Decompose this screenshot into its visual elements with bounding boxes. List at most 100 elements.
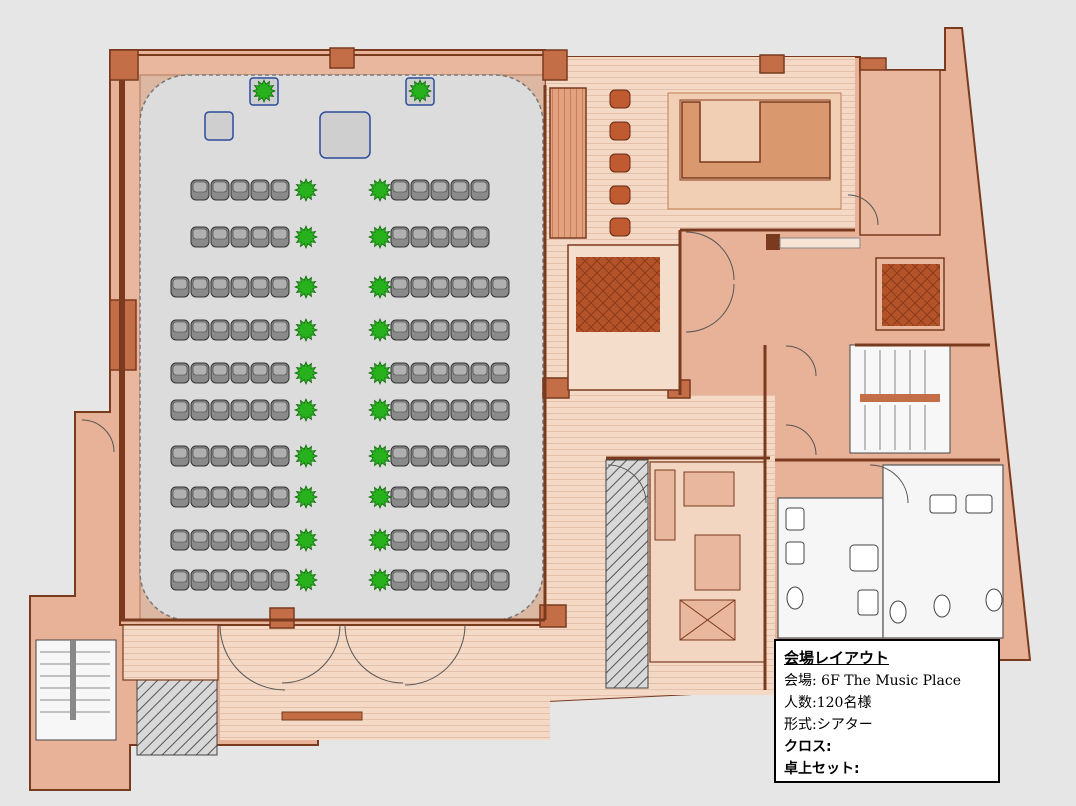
chair-icon xyxy=(410,399,430,421)
chair-icon xyxy=(470,362,490,384)
bar-counter xyxy=(549,87,587,239)
cloakroom xyxy=(122,624,219,681)
legend-style: 形式:シアター xyxy=(784,717,873,733)
chair-icon xyxy=(170,276,190,298)
chair-icon xyxy=(270,569,290,591)
chair-icon xyxy=(410,445,430,467)
chair-icon xyxy=(450,362,470,384)
chair-icon xyxy=(170,529,190,551)
chair-icon xyxy=(470,319,490,341)
chair-icon xyxy=(490,319,510,341)
chair-icon xyxy=(490,399,510,421)
chair-icon xyxy=(410,362,430,384)
chair-icon xyxy=(190,226,210,248)
plant-icon xyxy=(407,78,433,104)
chair-icon xyxy=(170,486,190,508)
chair-icon xyxy=(470,445,490,467)
door-swing-icon xyxy=(81,194,909,691)
plant-icon xyxy=(367,317,393,343)
plant-icon xyxy=(367,224,393,250)
chair-icon xyxy=(470,529,490,551)
chair-icon xyxy=(270,529,290,551)
chair-icon xyxy=(210,319,230,341)
chair-icon xyxy=(450,179,470,201)
chair-icon xyxy=(230,362,250,384)
sink-icon xyxy=(785,494,993,572)
plant-icon xyxy=(293,527,319,553)
plant-icon xyxy=(293,360,319,386)
chair-icon xyxy=(230,179,250,201)
chair-icon xyxy=(170,362,190,384)
chair-icon xyxy=(410,529,430,551)
plant-icon xyxy=(367,443,393,469)
chair-icon xyxy=(270,226,290,248)
legend-title: 会場レイアウト xyxy=(784,649,890,667)
chair-icon xyxy=(470,569,490,591)
hatched-wall xyxy=(605,459,649,689)
chair-icon xyxy=(430,445,450,467)
chair-icon xyxy=(190,529,210,551)
chair-icon xyxy=(430,569,450,591)
legend-cloth: クロス: xyxy=(784,739,832,755)
plant-icon xyxy=(293,567,319,593)
chair-icon xyxy=(450,276,470,298)
toilet-icon xyxy=(786,586,1003,624)
chair-icon xyxy=(270,319,290,341)
chair-icon xyxy=(270,445,290,467)
chair-icon xyxy=(230,399,250,421)
chair-icon xyxy=(410,276,430,298)
chair-icon xyxy=(210,362,230,384)
plant-icon xyxy=(367,567,393,593)
chair-icon xyxy=(490,569,510,591)
legend-venue: 会場: 6F The Music Place xyxy=(784,673,962,689)
chair-icon xyxy=(210,486,230,508)
chair-icon xyxy=(190,276,210,298)
legend-capacity: 人数:120名様 xyxy=(784,695,872,711)
chair-icon xyxy=(430,529,450,551)
chair-icon xyxy=(270,362,290,384)
chair-icon xyxy=(210,399,230,421)
lounge-sofa-u xyxy=(681,101,831,179)
chair-icon xyxy=(430,399,450,421)
plant-icon xyxy=(367,177,393,203)
elevator-car xyxy=(882,264,940,326)
chair-icon xyxy=(450,399,470,421)
chair-icon xyxy=(490,486,510,508)
chair-icon xyxy=(490,445,510,467)
chair-icon xyxy=(250,486,270,508)
chair-icon xyxy=(270,486,290,508)
interior-walls xyxy=(120,85,1000,690)
bar-stools xyxy=(609,89,631,237)
chair-icon xyxy=(250,319,270,341)
hatched-wall xyxy=(136,679,218,756)
plant-icon xyxy=(367,360,393,386)
theater-seating xyxy=(170,179,510,591)
chair-icon xyxy=(230,445,250,467)
plant-icon xyxy=(251,78,277,104)
plant-icon xyxy=(293,224,319,250)
chair-icon xyxy=(210,445,230,467)
chair-icon xyxy=(190,179,210,201)
chair-icon xyxy=(190,362,210,384)
chair-icon xyxy=(210,179,230,201)
chair-icon xyxy=(390,179,410,201)
chair-icon xyxy=(230,226,250,248)
chair-icon xyxy=(470,179,490,201)
chair-icon xyxy=(490,529,510,551)
plant-icon xyxy=(367,484,393,510)
chair-icon xyxy=(170,399,190,421)
counter-strip xyxy=(779,237,861,249)
chair-icon xyxy=(170,445,190,467)
chair-icon xyxy=(230,486,250,508)
bottom-bench xyxy=(281,711,363,721)
chair-icon xyxy=(170,569,190,591)
plant-icon xyxy=(367,527,393,553)
chair-icon xyxy=(430,319,450,341)
lectern-table xyxy=(319,111,371,159)
chair-icon xyxy=(410,569,430,591)
chair-icon xyxy=(410,179,430,201)
plant-icon xyxy=(293,484,319,510)
chair-icon xyxy=(230,569,250,591)
chair-icon xyxy=(390,445,410,467)
